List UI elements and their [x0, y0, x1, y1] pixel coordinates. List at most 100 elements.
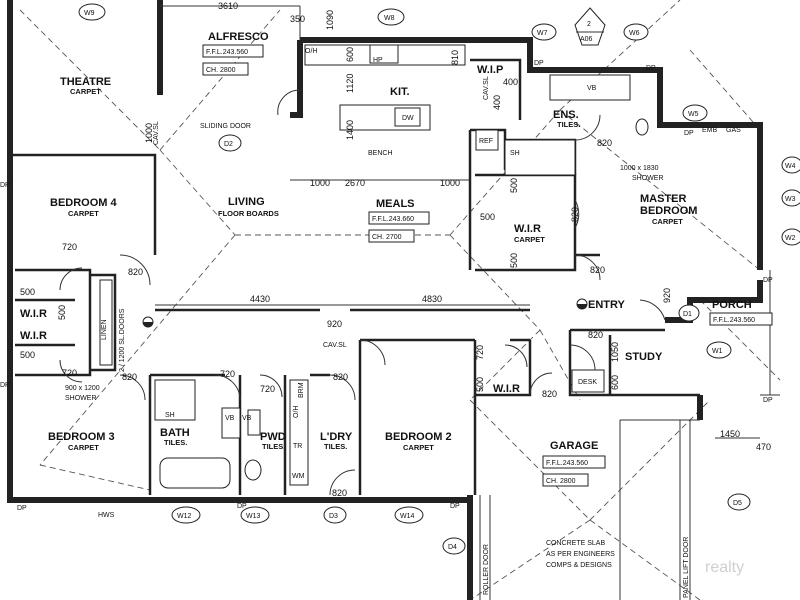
dp-label-5: DP [450, 503, 460, 510]
room-name-entry: ENTRY [588, 299, 626, 311]
dim-4830: 4830 [422, 294, 442, 304]
dim-1400: 1400 [345, 120, 355, 140]
ffl-alfresco: F.F.L.243.560 [206, 49, 248, 56]
room-finish-ens: TILES. [557, 120, 580, 129]
cav-sl-kitchen: CAV.SL [483, 76, 490, 100]
oh-kitchen-label: O/H [305, 48, 317, 55]
linen-label: LINEN [101, 319, 108, 340]
bath-vanity [221, 407, 241, 439]
shower-master-label: SHOWER [632, 175, 664, 182]
sh-ens-label: SH [510, 150, 520, 157]
dim-820-f: 820 [588, 330, 603, 340]
dim-4430: 4430 [250, 294, 270, 304]
linen-cupboard [99, 279, 113, 366]
ffl-garage: F.F.L.243.560 [546, 460, 588, 467]
ens-shower [504, 139, 576, 176]
dim-350: 350 [290, 14, 305, 24]
dim-720-a: 720 [62, 242, 77, 252]
dim-1000-top: 1000 [310, 178, 330, 188]
room-name-garage: GARAGE [550, 440, 598, 452]
dim-920-a: 920 [327, 319, 342, 329]
tag-text: W9 W8 W7 W6 W5 W4 W3 W2 W1 W12 W13 W14 D… [84, 10, 796, 551]
bathtub [159, 457, 231, 489]
dim-500-wirm1: 500 [509, 178, 519, 193]
dim-820-d: 820 [332, 488, 347, 498]
concrete-label-1: CONCRETE SLAB [546, 540, 605, 547]
tag-w8: W8 [384, 15, 395, 22]
sh-bath-label: SH [165, 412, 175, 419]
room-finish-theatre: CARPET [70, 87, 101, 96]
room-name-alfresco: ALFRESCO [208, 31, 269, 43]
dim-1090: 1090 [325, 10, 335, 30]
tag-w9: W9 [84, 10, 95, 17]
roller-door-label: ROLLER DOOR [483, 544, 490, 595]
concrete-label-3: COMPS & DESIGNS [546, 562, 612, 569]
dim-820-i: 820 [570, 207, 580, 222]
room-name-bedroom2: BEDROOM 2 [385, 431, 452, 443]
room-name-pwd: PWD [260, 431, 286, 443]
dw-label: DW [402, 115, 414, 122]
room-finish-ldry: TILES. [324, 442, 347, 451]
dim-600-study: 600 [610, 375, 620, 390]
room-name-wir-master: W.I.R [514, 223, 541, 235]
pwd-toilet [244, 459, 262, 481]
vb-pwd-label: VB [242, 415, 252, 422]
dim-500-wirm3: 500 [509, 253, 519, 268]
section-number: 2 [587, 21, 591, 28]
wm-label: WM [292, 473, 305, 480]
cav-sl-mid: CAV.SL [323, 342, 347, 349]
room-name-ens: ENS. [553, 109, 579, 121]
cav-sl-left: CAV.SL [153, 121, 160, 145]
tag-w7: W7 [537, 30, 548, 37]
vb-ens-label: VB [587, 85, 597, 92]
tag-d2: D2 [224, 141, 233, 148]
hotplate [369, 44, 399, 64]
dim-1050: 1050 [610, 342, 620, 362]
room-name-master-2: BEDROOM [640, 205, 697, 217]
dim-720-d: 720 [260, 384, 275, 394]
hws-label: HWS [98, 512, 115, 519]
garage-doors [479, 419, 700, 600]
dp-label-10: DP [646, 65, 656, 72]
dim-820-e: 820 [542, 389, 557, 399]
dim-500-wirm2: 500 [480, 212, 495, 222]
room-finish-living: FLOOR BOARDS [218, 209, 279, 218]
room-finish-bedroom4: CARPET [68, 209, 99, 218]
tag-d5: D5 [733, 500, 742, 507]
room-name-theatre: THEATRE [60, 76, 111, 88]
tag-w6: W6 [629, 30, 640, 37]
dim-820-c: 820 [333, 372, 348, 382]
emb-label: EMB [702, 127, 718, 134]
shower-master-size: 1000 x 1830 [620, 165, 659, 172]
dim-500-wir2: 500 [475, 377, 485, 392]
dim-820-g: 820 [597, 138, 612, 148]
dp-label-6: DP [534, 60, 544, 67]
panel-lift-door-label: PANEL LIFT DOOR [683, 537, 690, 598]
room-finish-bath: TILES. [164, 438, 187, 447]
dishwasher [394, 107, 421, 127]
dim-920-b: 920 [662, 288, 672, 303]
room-finish-bedroom3: CARPET [68, 443, 99, 452]
room-name-wir3: W.I.R [493, 383, 520, 395]
ch-meals: CH. 2700 [372, 234, 402, 241]
room-finish-wir-master: CARPET [514, 235, 545, 244]
dim-500-c: 500 [20, 350, 35, 360]
window-tags [78, 3, 800, 555]
laundry-cupboard [289, 379, 309, 486]
refrigerator [475, 129, 499, 151]
room-name-bath: BATH [160, 427, 190, 439]
dp-label-7: DP [684, 130, 694, 137]
dp-label-4: DP [237, 503, 247, 510]
room-name-bedroom3: BEDROOM 3 [48, 431, 115, 443]
vb-bath-label: VB [225, 415, 235, 422]
dp-label-3: DP [17, 505, 27, 512]
dim-1450: 1450 [720, 429, 740, 439]
dim-470: 470 [756, 442, 771, 452]
room-name-kitchen: KIT. [390, 86, 410, 98]
ceiling-symbols [142, 298, 588, 328]
ffl-porch: F.F.L.243.560 [713, 317, 755, 324]
ffl-meals: F.F.L.243.660 [372, 216, 414, 223]
room-name-study: STUDY [625, 351, 663, 363]
